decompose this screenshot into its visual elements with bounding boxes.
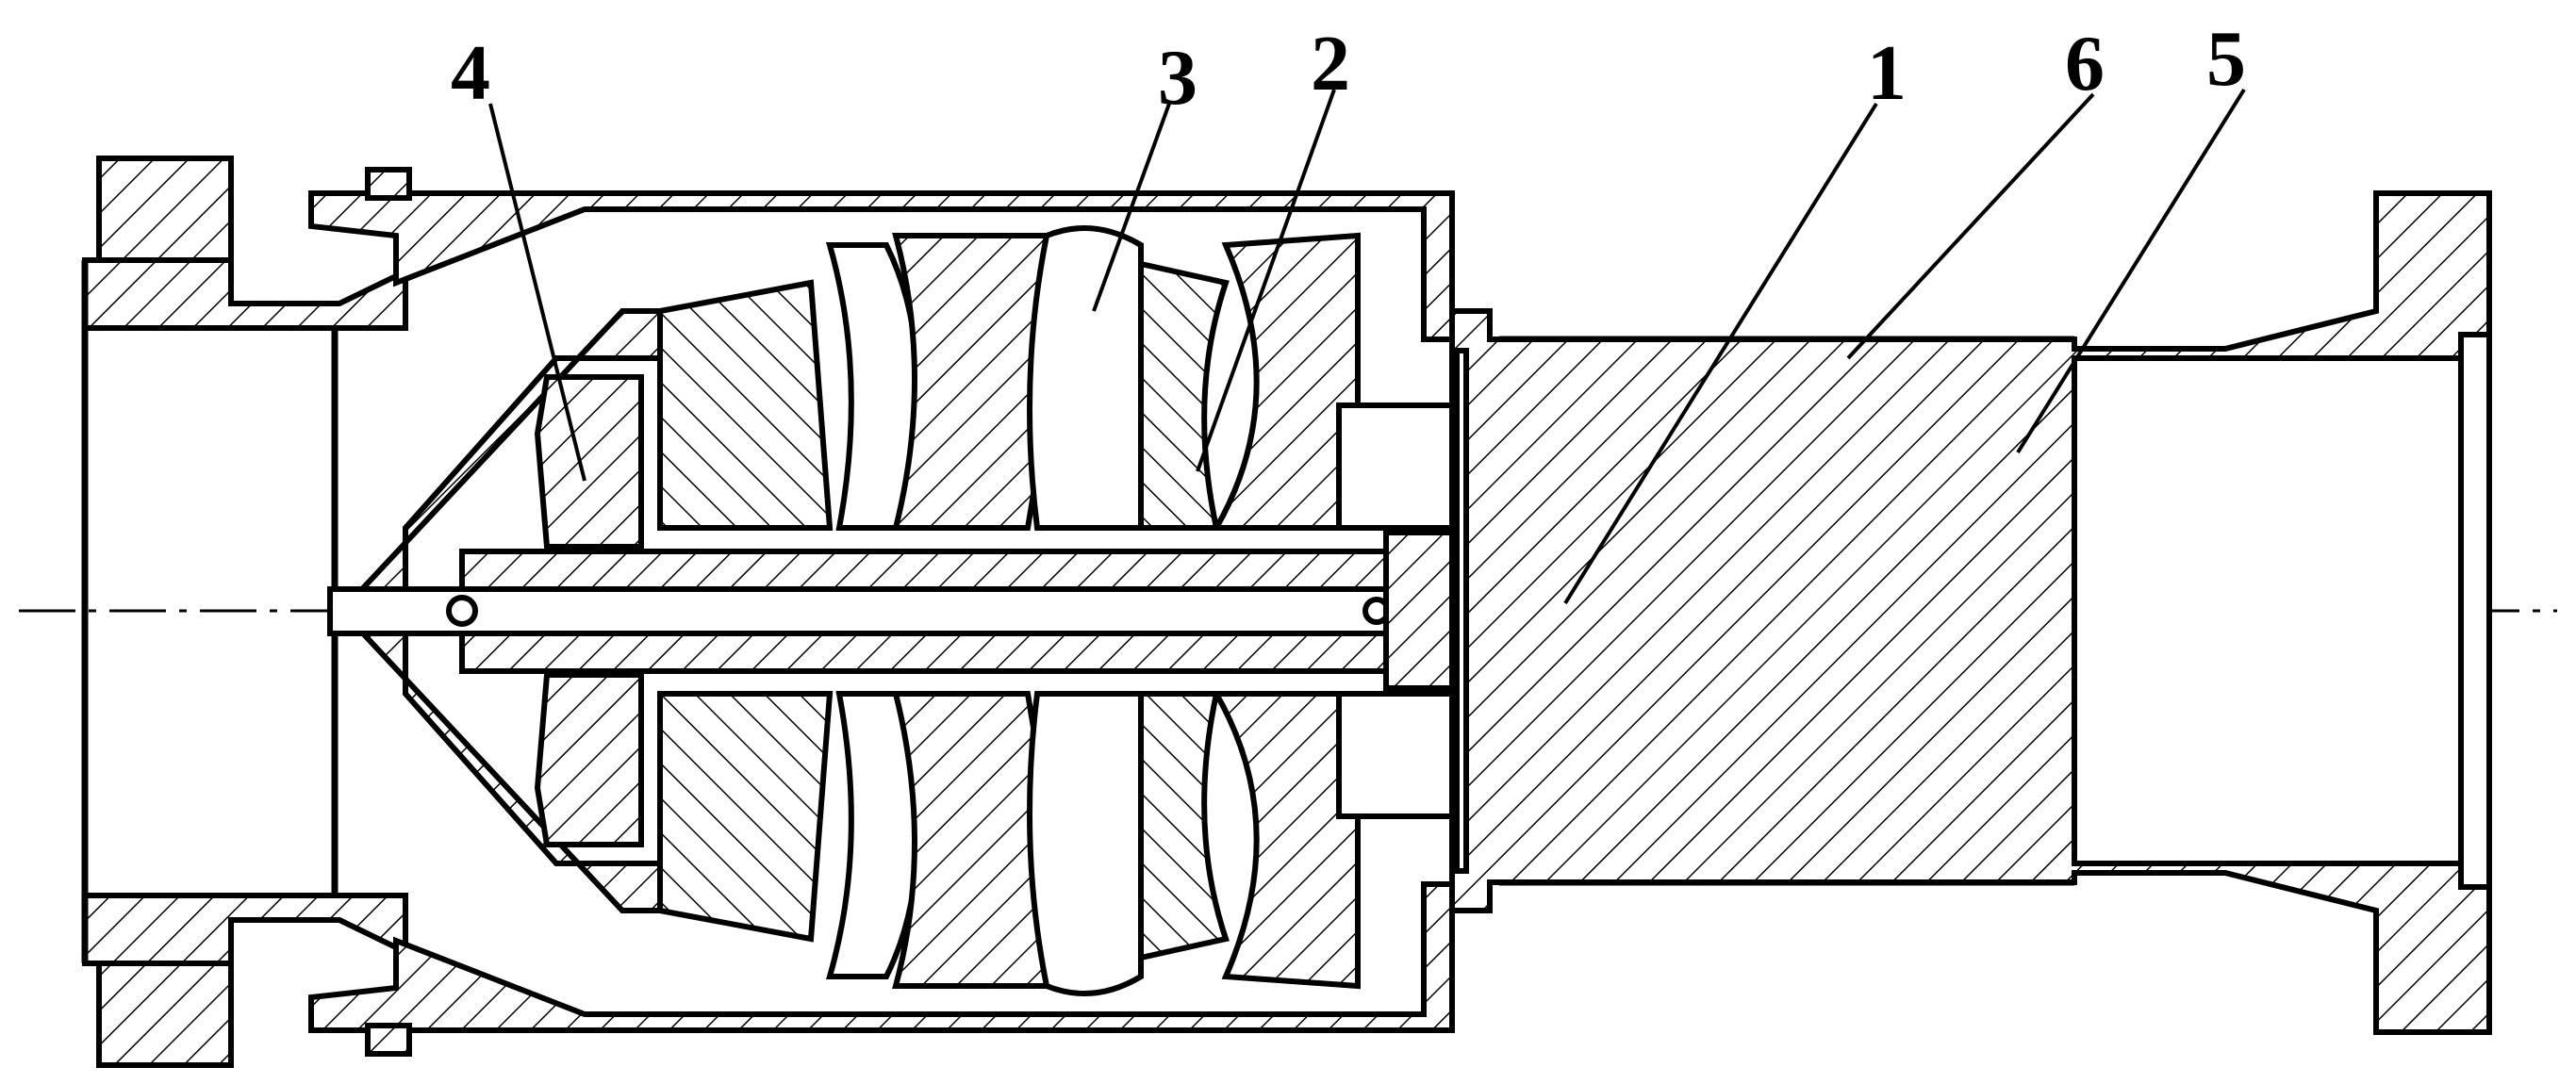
callout-1: 1 [1867,29,1907,117]
callout-4: 4 [451,29,490,117]
shaft [327,549,1417,674]
inlet-flange [81,156,408,1068]
stage-one-impeller [657,242,920,979]
middle-diffuser [892,225,1144,996]
callout-5: 5 [2206,15,2246,103]
outlet-flange [1449,190,2492,1035]
leader-line-2 [1196,89,1336,472]
callout-6: 6 [2065,20,2105,107]
leader-line-5 [2016,88,2246,454]
leader-lines [488,88,2246,605]
leader-line-6 [1846,92,2095,360]
leader-line-1 [1563,102,1878,605]
leader-line-4 [488,103,586,482]
outer-casing [308,167,1455,1057]
callout-2: 2 [1311,20,1350,107]
callout-labels: 4 3 2 1 6 5 [451,15,2246,122]
leader-line-3 [1092,103,1171,312]
stage-two-impeller [1138,232,1464,990]
callout-3: 3 [1158,34,1197,122]
